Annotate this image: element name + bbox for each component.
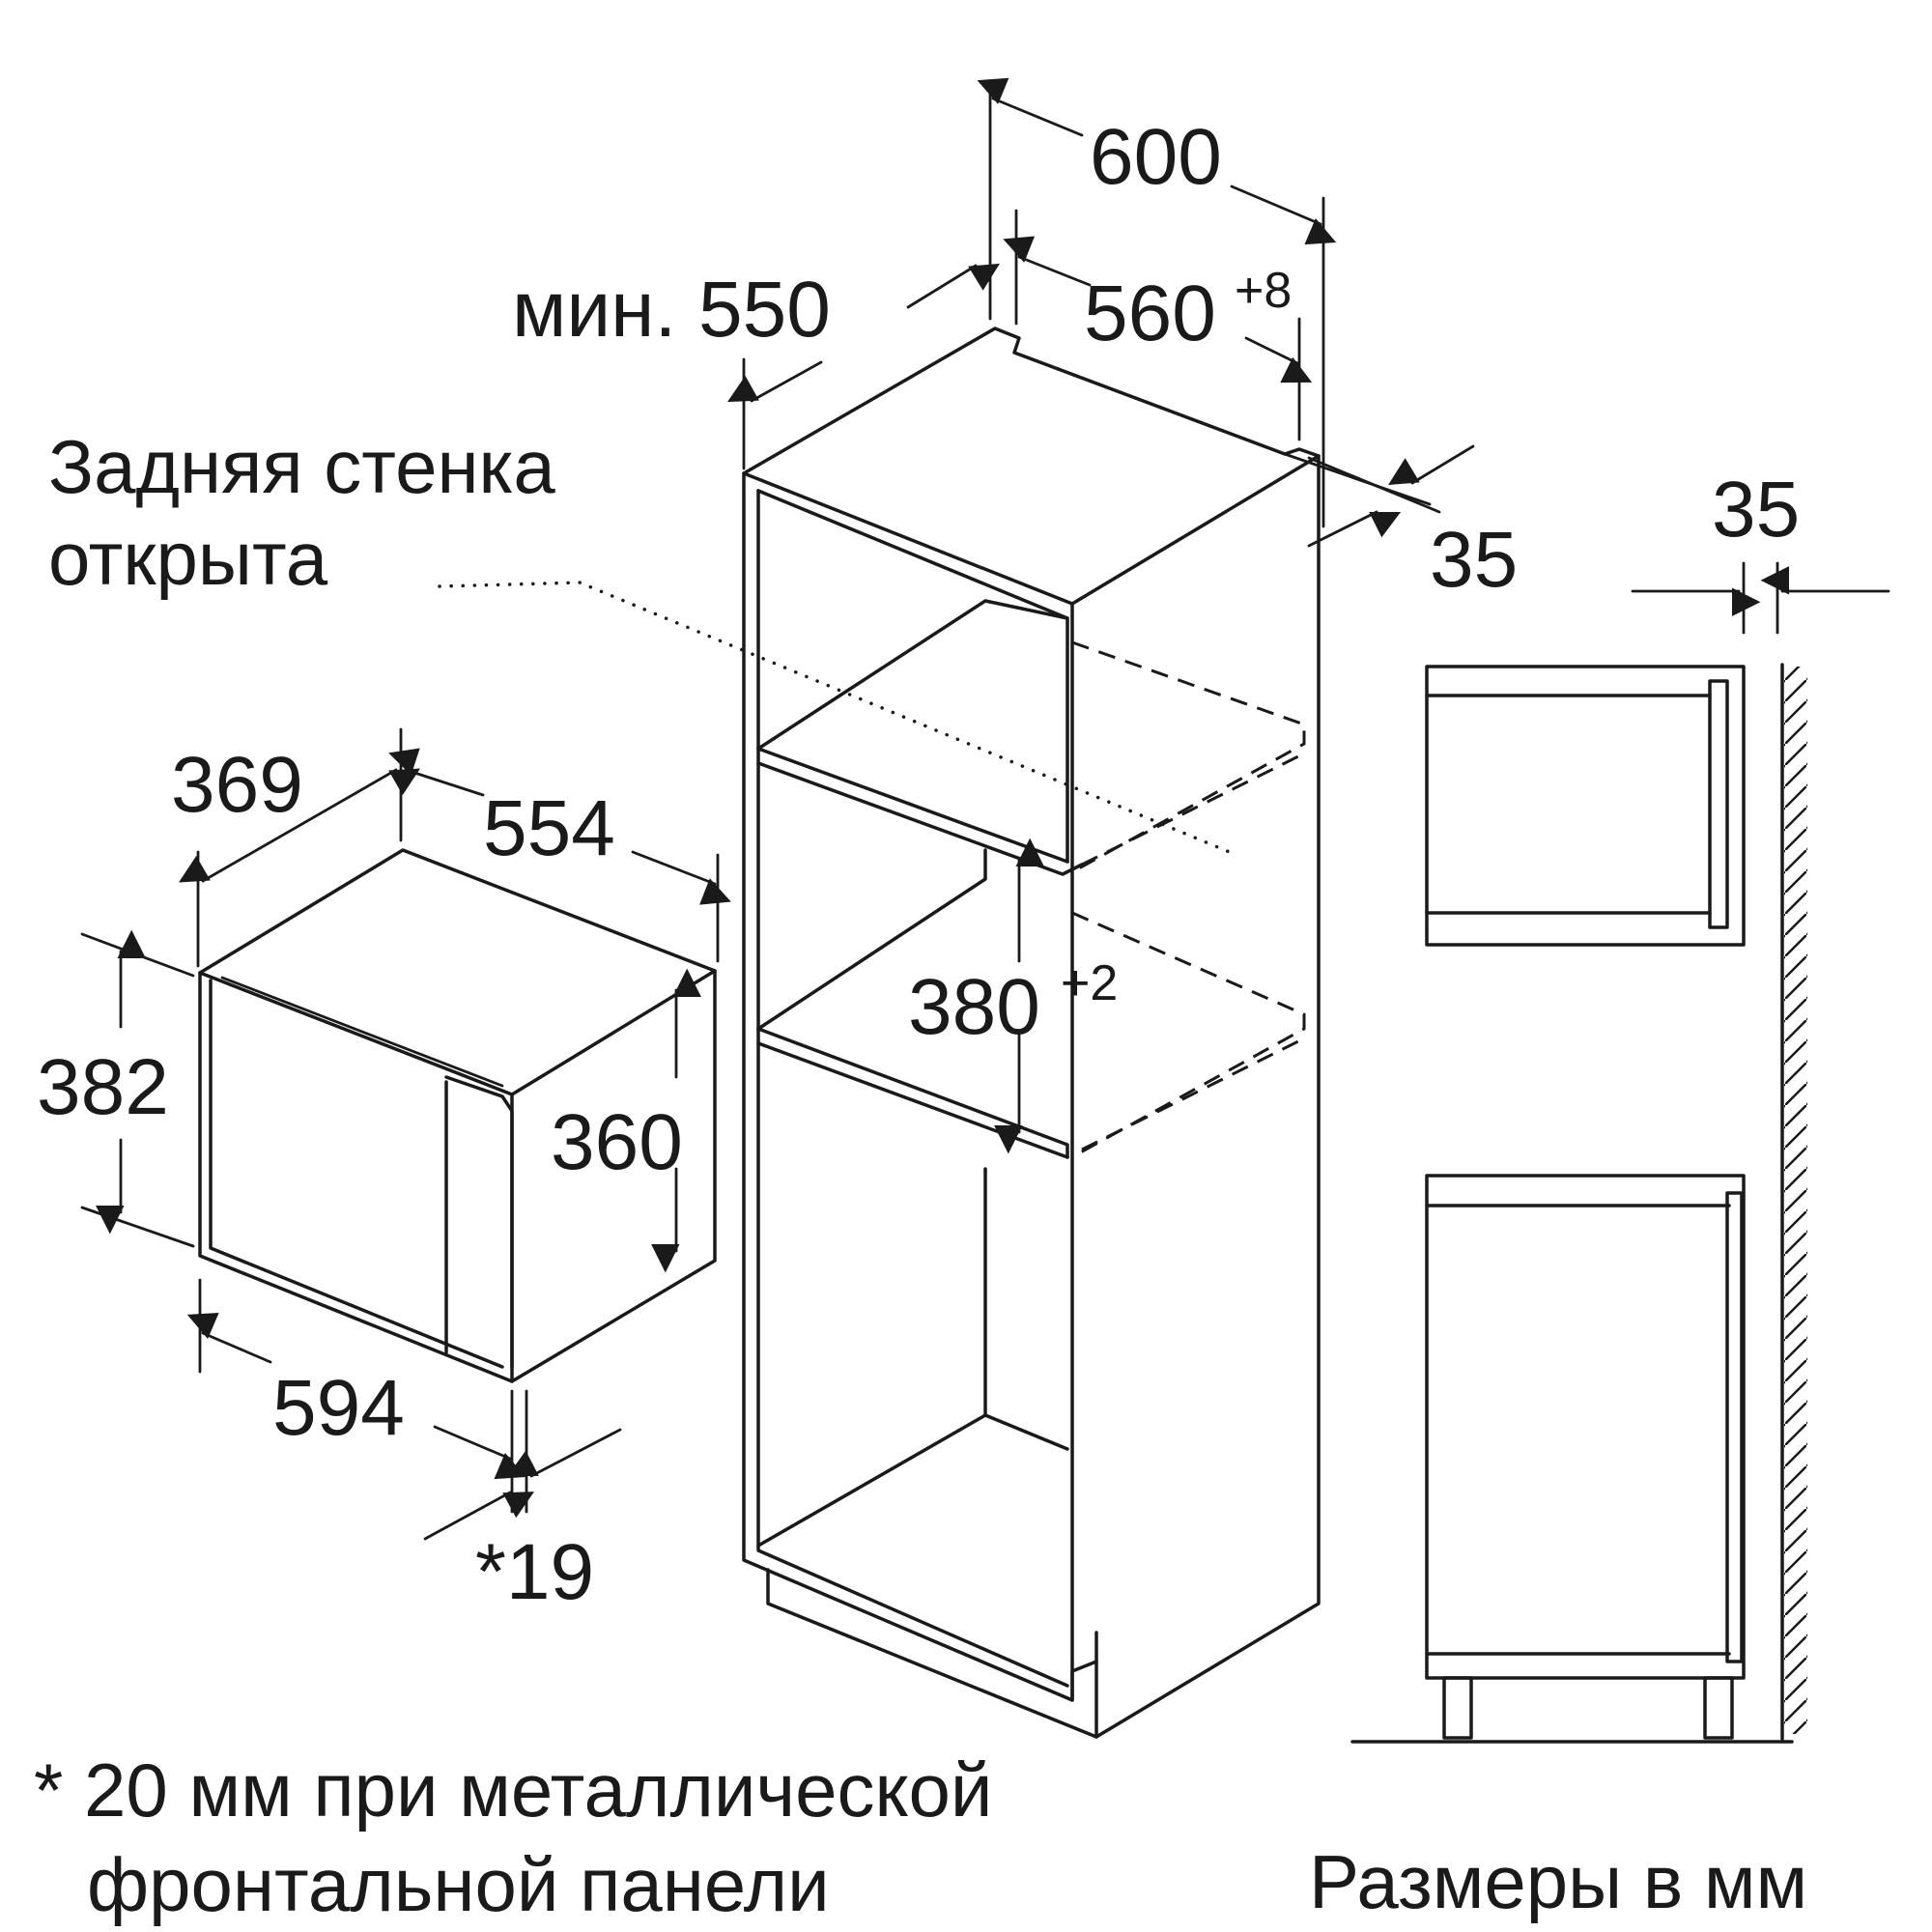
rear-wall-label: Задняя стенка: [48, 424, 555, 509]
dim-35-side: 35: [1430, 516, 1518, 604]
dim-560-tolerance: +8: [1235, 263, 1292, 319]
dim-380-tolerance: +2: [1061, 955, 1118, 1011]
dim-380: 380: [908, 963, 1040, 1051]
side-view: 35: [1350, 466, 1890, 1744]
dim-382: 382: [37, 1043, 169, 1131]
rear-wall-label-2: открыта: [48, 516, 328, 601]
dim-554: 554: [483, 784, 615, 872]
dim-min-550: мин. 550: [512, 266, 831, 354]
footnote-line-1: * 20 мм при металлической: [34, 1747, 992, 1833]
footnote-line-2: фронтальной панели: [87, 1842, 830, 1927]
dim-360: 360: [551, 1098, 683, 1186]
microwave-device: [198, 848, 717, 1383]
dim-560: 560: [1084, 270, 1216, 357]
tall-cabinet: [742, 327, 1321, 1739]
cabinet-dimensions: 600 560 +8 мин. 550 35 380 +2: [512, 77, 1518, 1154]
dim-19: *19: [475, 1528, 594, 1616]
dim-600: 600: [1090, 113, 1222, 201]
wall-hatching: [1784, 667, 1807, 1734]
dim-594: 594: [272, 1364, 405, 1452]
dim-35-wall: 35: [1712, 466, 1800, 554]
rear-wall-leader: [438, 581, 1238, 857]
dim-369: 369: [171, 741, 303, 829]
device-dimensions: 369 554 382 360 594 *19: [37, 727, 731, 1616]
units-note: Размеры в мм: [1309, 1839, 1807, 1924]
